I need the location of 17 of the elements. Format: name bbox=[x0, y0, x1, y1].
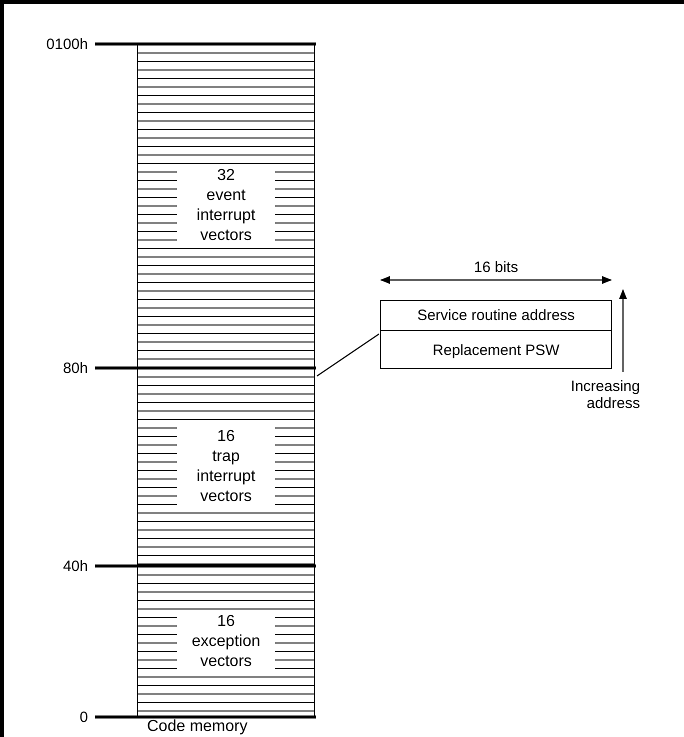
region-label: 16 exception vectors bbox=[177, 612, 275, 672]
memory-map bbox=[137, 44, 315, 737]
dimension-label: 16 bits bbox=[474, 259, 518, 276]
axis-caption: Increasing address bbox=[570, 378, 640, 412]
memory-region bbox=[137, 566, 315, 717]
table-row: Service routine address bbox=[381, 301, 611, 330]
table-row: Replacement PSW bbox=[381, 330, 611, 371]
memory-region bbox=[137, 368, 315, 566]
address-label: 80h bbox=[62, 360, 88, 377]
region-label: 16 trap interrupt vectors bbox=[177, 427, 275, 507]
leader-line bbox=[316, 334, 380, 376]
address-label: 0 bbox=[80, 709, 88, 726]
node-label: Code memory bbox=[147, 718, 248, 736]
address-label: 0100h bbox=[46, 36, 88, 53]
memory-region bbox=[137, 44, 315, 368]
address-label: 40h bbox=[62, 558, 88, 575]
vector-entry-table bbox=[380, 300, 612, 369]
